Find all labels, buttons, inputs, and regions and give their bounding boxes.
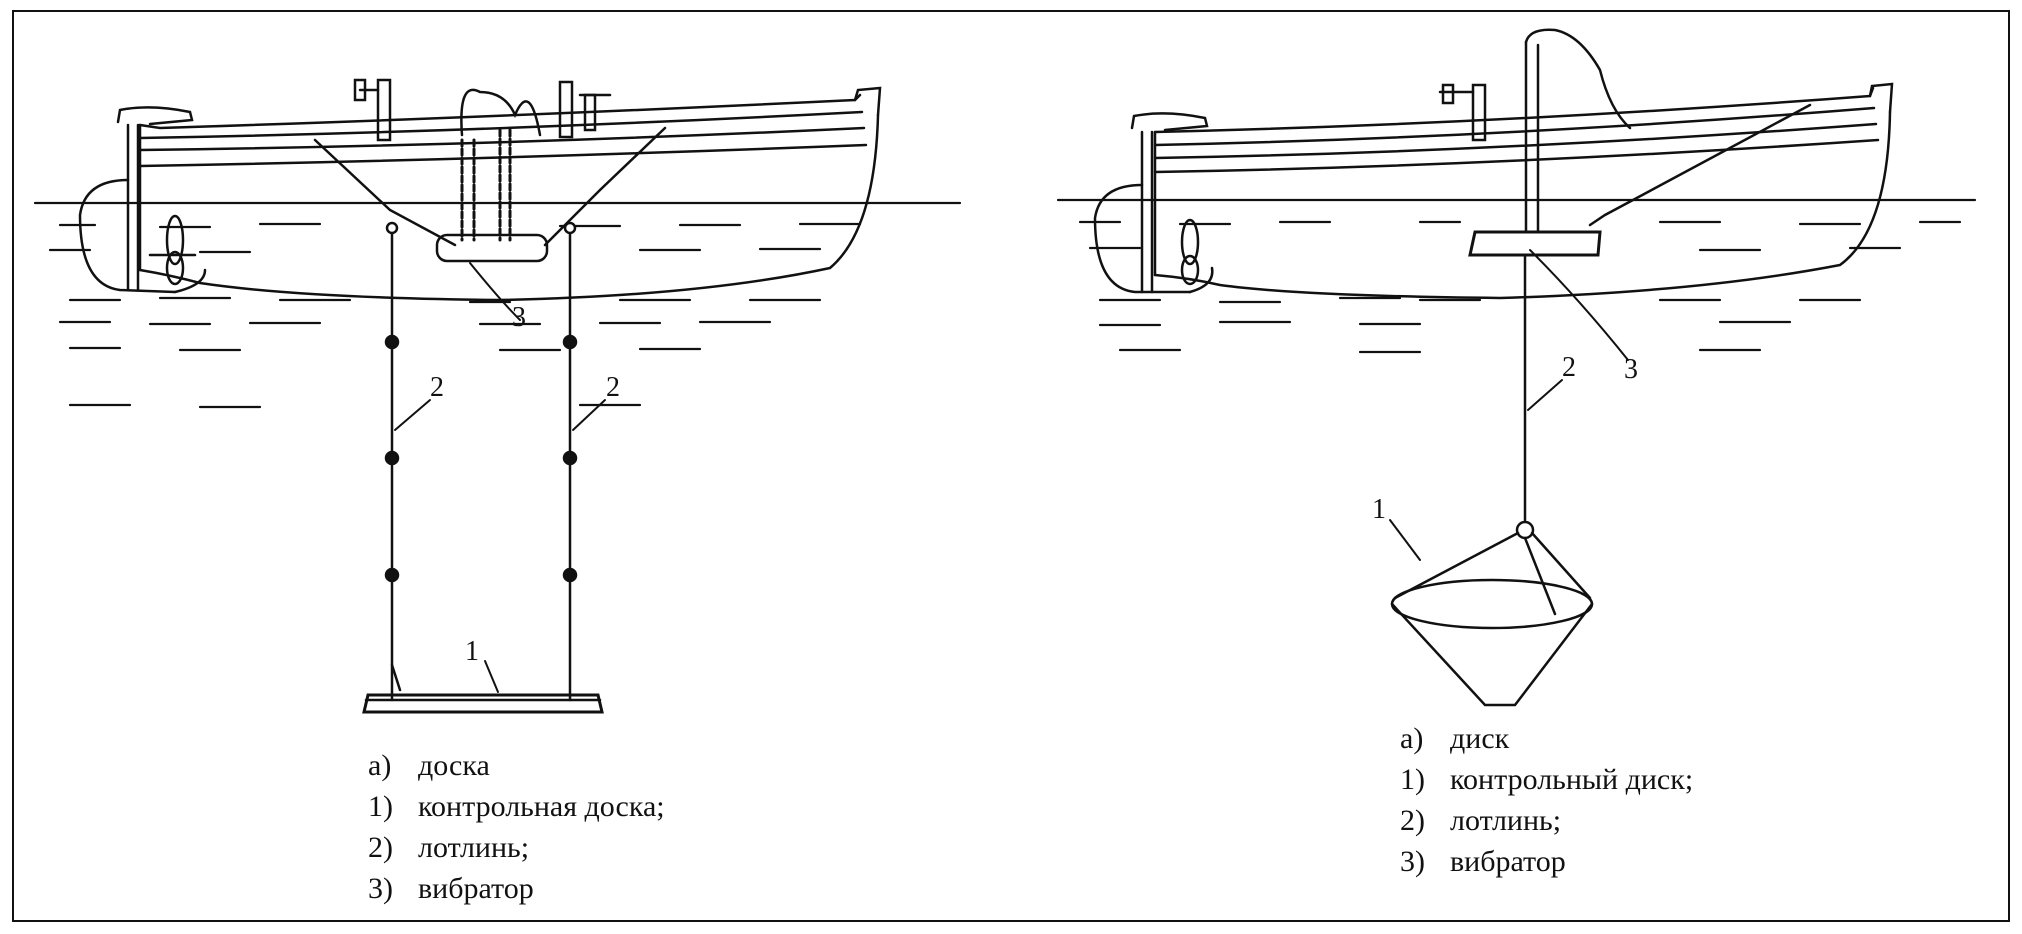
legend-marker: 3) <box>1400 845 1425 878</box>
legend-text: лотлинь; <box>1450 804 1562 837</box>
right-panel <box>1056 28 1977 707</box>
left-callout-3: 3 <box>512 302 526 333</box>
right-callout-1: 1 <box>1372 494 1386 525</box>
left-vibrator <box>435 233 549 263</box>
left-panel <box>33 78 962 714</box>
right-legend-line: 3) вибратор <box>1400 841 1693 882</box>
left-leader-lines <box>394 262 606 693</box>
left-control-board <box>362 693 604 714</box>
right-water-ripples <box>1056 198 1977 354</box>
legend-text: доска <box>418 749 490 782</box>
right-boat <box>1093 28 1894 300</box>
left-callout-2a: 2 <box>430 372 444 403</box>
left-legend-line: а) доска <box>368 745 665 786</box>
left-lotline-right <box>562 221 578 702</box>
right-callout-2: 2 <box>1562 352 1576 383</box>
legend-marker: 3) <box>368 872 393 905</box>
left-vibrator-cable <box>460 128 512 242</box>
left-callout-2b: 2 <box>606 372 620 403</box>
legend-text: контрольная доска; <box>418 790 665 823</box>
legend-text: лотлинь; <box>418 831 530 864</box>
right-legend-line: а) диск <box>1400 718 1693 759</box>
left-legend: а)доска 1)контрольная доска; 2)лотлинь; … <box>368 745 665 909</box>
legend-text: контрольный диск; <box>1450 763 1694 796</box>
legend-marker: 1) <box>368 790 393 823</box>
left-boat <box>78 78 882 302</box>
legend-marker: а) <box>1400 722 1424 755</box>
legend-text: диск <box>1450 722 1510 755</box>
left-legend-line: 3) вибратор <box>368 868 665 909</box>
left-legend-line: 1) контрольная доска; <box>368 786 665 827</box>
right-control-disk <box>1390 520 1594 707</box>
legend-marker: 2) <box>1400 804 1425 837</box>
right-legend-line: 1) контрольный диск; <box>1400 759 1693 800</box>
legend-text: вибратор <box>1450 845 1566 878</box>
legend-marker: а) <box>368 749 392 782</box>
left-water-ripples <box>33 201 962 409</box>
right-legend: а) диск 1) контрольный диск; 2) лотлинь; 3)… <box>1400 718 1693 882</box>
figure-frame <box>12 10 2010 922</box>
right-leader-lines <box>1389 249 1629 561</box>
right-vibrator <box>1468 230 1602 257</box>
left-lotline-left <box>384 221 402 702</box>
right-callout-3: 3 <box>1624 354 1638 385</box>
legend-text: вибратор <box>418 872 534 905</box>
legend-marker: 2) <box>368 831 393 864</box>
left-legend-line: 2) лотлинь; <box>368 827 665 868</box>
left-callout-1: 1 <box>465 636 479 667</box>
legend-marker: 1) <box>1400 763 1425 796</box>
right-legend-line: 2) лотлинь; <box>1400 800 1693 841</box>
